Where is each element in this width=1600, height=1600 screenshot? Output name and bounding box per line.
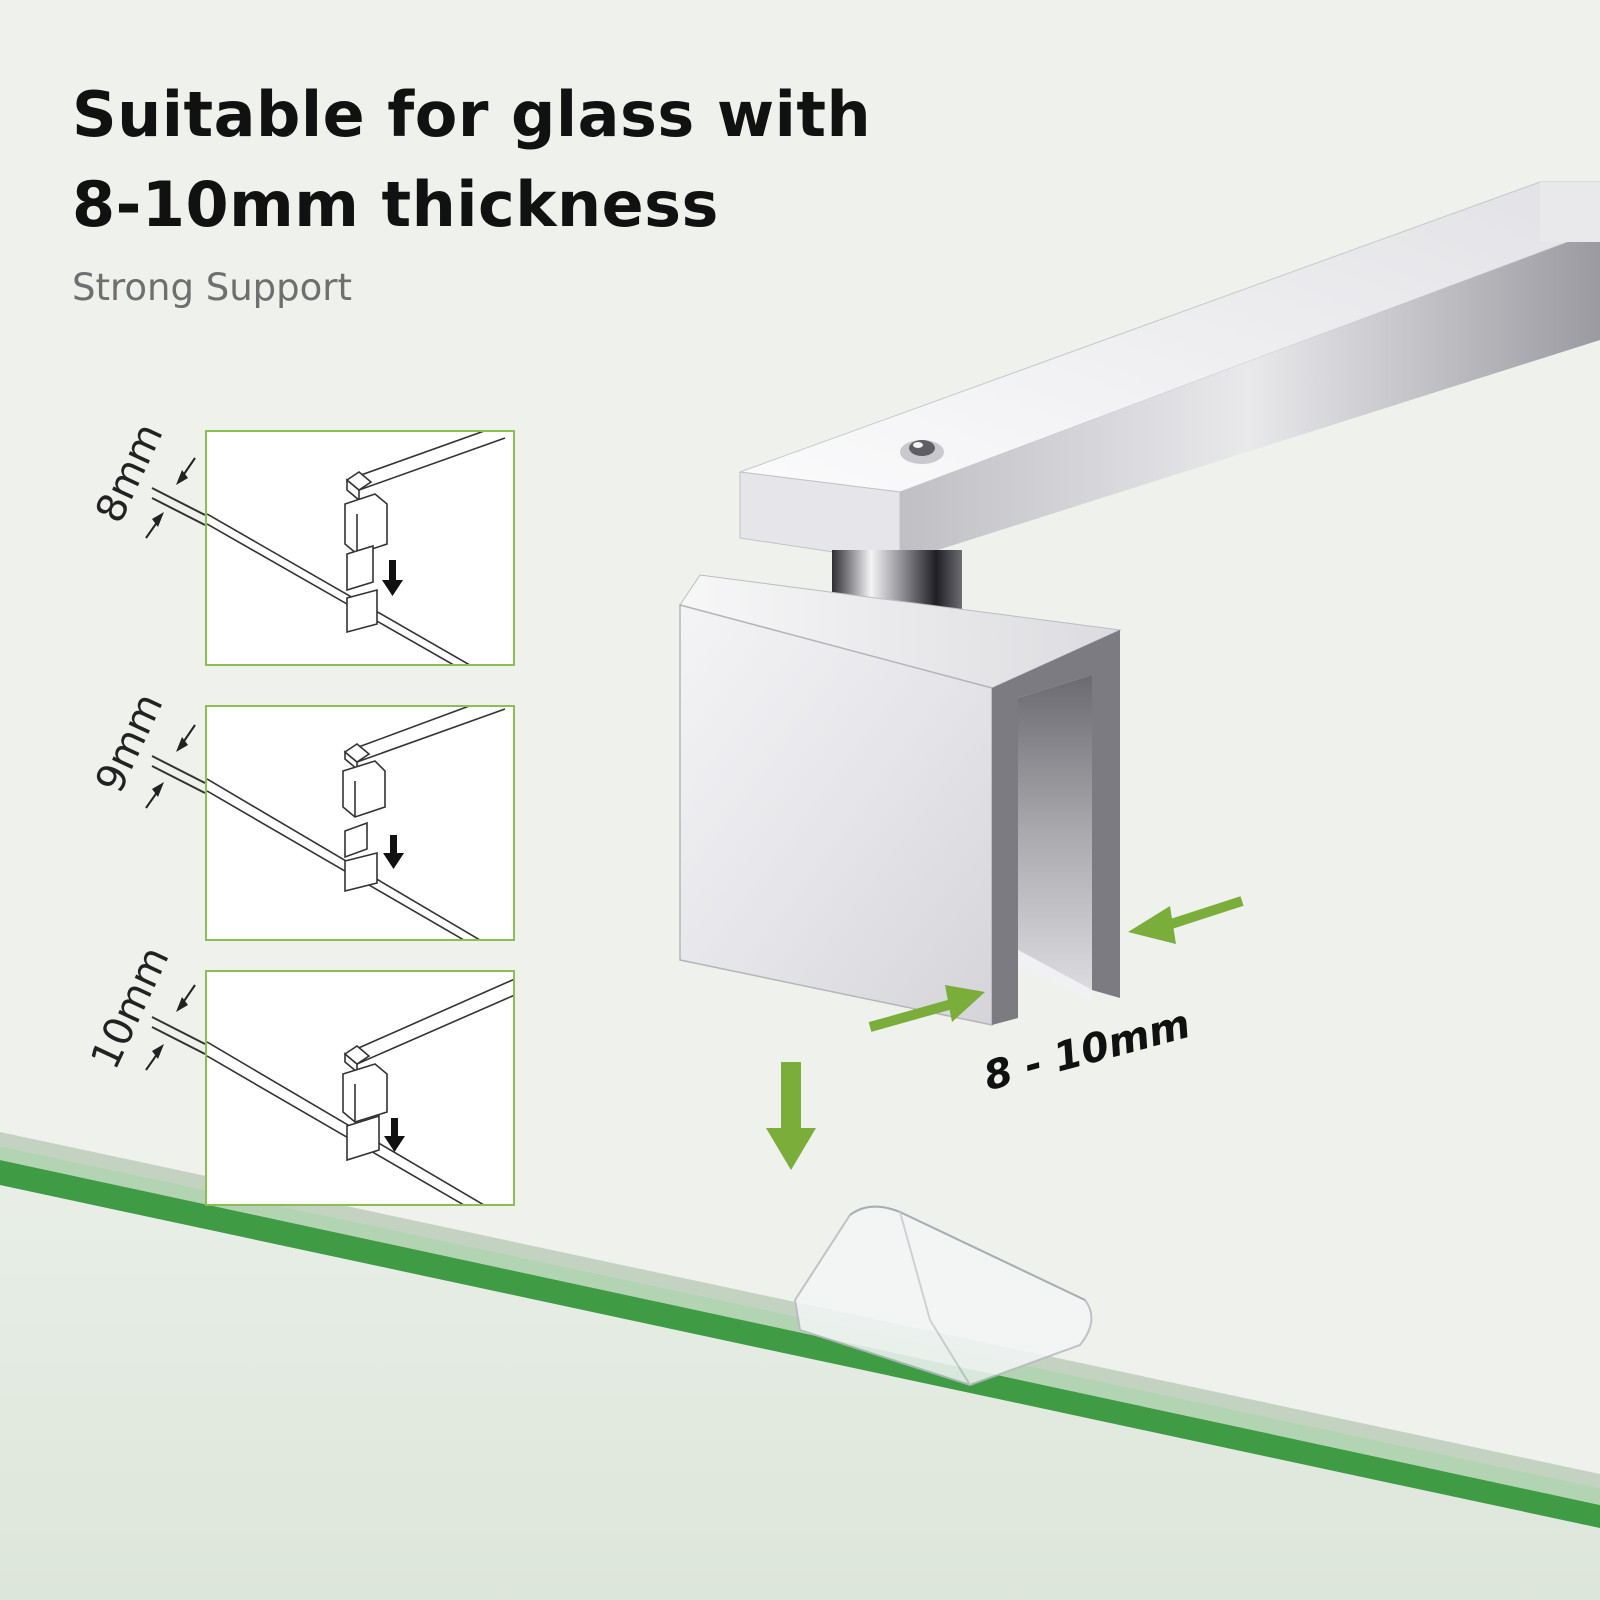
page-title: Suitable for glass with 8-10mm thickness [72,70,871,250]
arrow-down-icon [382,560,403,596]
arrow-down-icon [383,835,404,869]
page-subtitle: Strong Support [72,266,352,309]
title-line-2: 8-10mm thickness [72,168,719,241]
title-line-1: Suitable for glass with [72,78,872,151]
arrow-right-icon [868,985,985,1032]
support-bar [739,181,1600,563]
diagram-panel-9mm [205,705,515,941]
diagram-panel-8mm [205,430,515,666]
diagram-panel-10mm [205,970,515,1206]
arrow-down-icon [384,1118,405,1152]
arrow-down-icon [766,1062,816,1170]
gasket-insert [793,1205,1093,1387]
arrow-left-icon [1128,896,1244,944]
glass-clamp [679,574,1122,1026]
